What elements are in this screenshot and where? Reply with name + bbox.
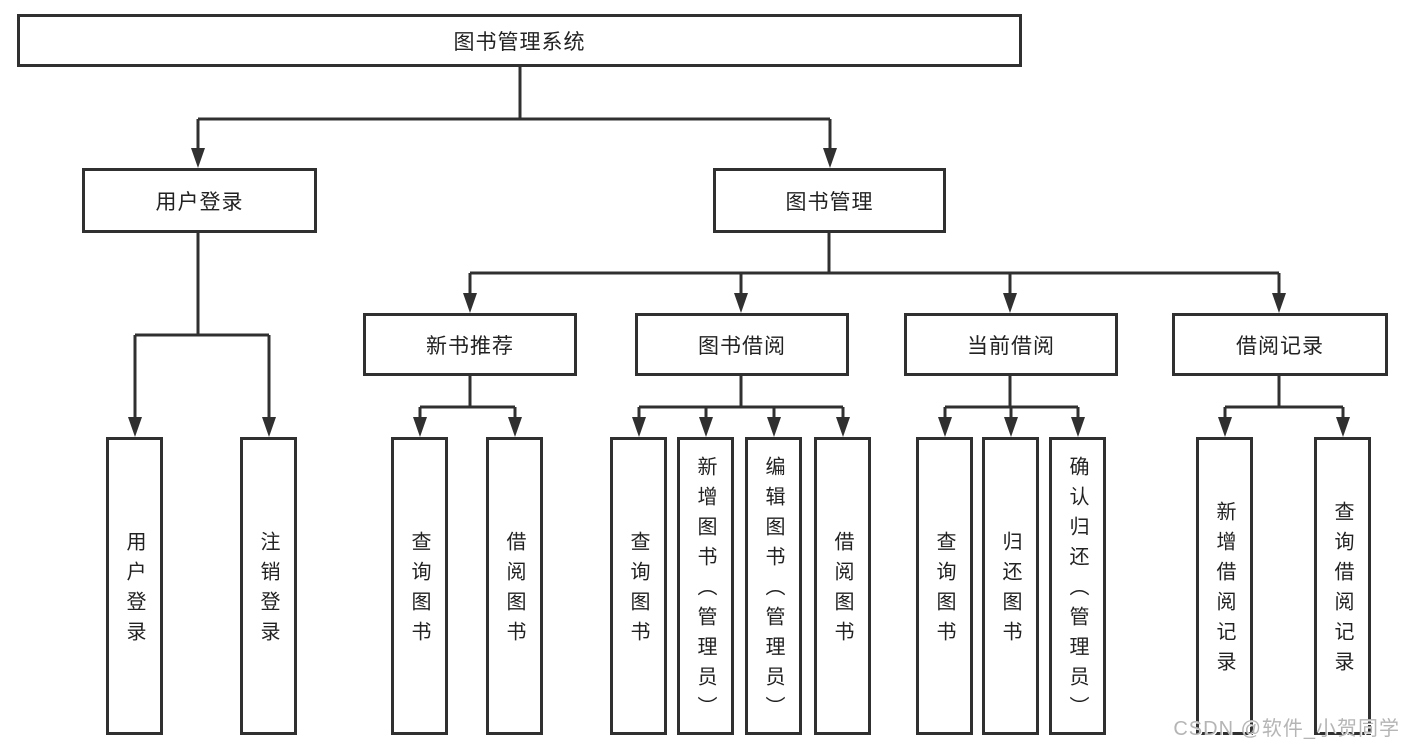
leaf-label: 注销登录 bbox=[257, 531, 279, 651]
node-label: 当前借阅 bbox=[967, 334, 1055, 358]
leaf-label: 查询借阅记录 bbox=[1331, 501, 1353, 681]
leaf-label: 借阅图书 bbox=[503, 531, 525, 651]
node-book-borrowing: 图书借阅 bbox=[635, 313, 849, 376]
node-label: 借阅记录 bbox=[1236, 334, 1324, 358]
leaf-logout: 注销登录 bbox=[240, 437, 297, 735]
leaf-user-login: 用户登录 bbox=[106, 437, 163, 735]
leaf-add-borrow-record: 新增借阅记录 bbox=[1196, 437, 1253, 735]
leaf-query-books-borrowing: 查询图书 bbox=[610, 437, 667, 735]
leaf-query-borrow-record: 查询借阅记录 bbox=[1314, 437, 1371, 735]
arrowheads bbox=[128, 148, 1350, 437]
node-current-borrowing: 当前借阅 bbox=[904, 313, 1118, 376]
leaf-query-books-recommend: 查询图书 bbox=[391, 437, 448, 735]
leaf-confirm-return-admin: 确认归还（管理员） bbox=[1049, 437, 1106, 735]
csdn-watermark: CSDN @软件_小贺同学 bbox=[1173, 718, 1400, 740]
node-library-management-system: 图书管理系统 bbox=[17, 14, 1022, 67]
node-label: 图书管理 bbox=[785, 190, 874, 214]
leaf-label: 确认归还（管理员） bbox=[1066, 456, 1088, 726]
leaf-label: 查询图书 bbox=[933, 531, 955, 651]
node-new-book-recommendation: 新书推荐 bbox=[363, 313, 577, 376]
leaf-label: 查询图书 bbox=[408, 531, 430, 651]
leaf-edit-books-admin: 编辑图书（管理员） bbox=[745, 437, 802, 735]
leaf-borrow-books: 借阅图书 bbox=[814, 437, 871, 735]
leaf-label: 用户登录 bbox=[123, 531, 145, 651]
node-label: 用户登录 bbox=[155, 190, 244, 214]
node-label: 新书推荐 bbox=[426, 334, 514, 358]
leaf-label: 新增借阅记录 bbox=[1213, 501, 1235, 681]
node-label: 图书管理系统 bbox=[453, 30, 586, 54]
leaf-label: 新增图书（管理员） bbox=[694, 456, 716, 726]
leaf-borrow-books-recommend: 借阅图书 bbox=[486, 437, 543, 735]
leaf-label: 归还图书 bbox=[999, 531, 1021, 651]
node-label: 图书借阅 bbox=[698, 334, 786, 358]
leaf-label: 查询图书 bbox=[627, 531, 649, 651]
node-borrowing-records: 借阅记录 bbox=[1172, 313, 1388, 376]
node-book-management: 图书管理 bbox=[713, 168, 946, 233]
leaf-label: 编辑图书（管理员） bbox=[762, 456, 784, 726]
leaf-label: 借阅图书 bbox=[831, 531, 853, 651]
leaf-query-books-current: 查询图书 bbox=[916, 437, 973, 735]
node-user-login: 用户登录 bbox=[82, 168, 317, 233]
leaf-add-books-admin: 新增图书（管理员） bbox=[677, 437, 734, 735]
leaf-return-books: 归还图书 bbox=[982, 437, 1039, 735]
